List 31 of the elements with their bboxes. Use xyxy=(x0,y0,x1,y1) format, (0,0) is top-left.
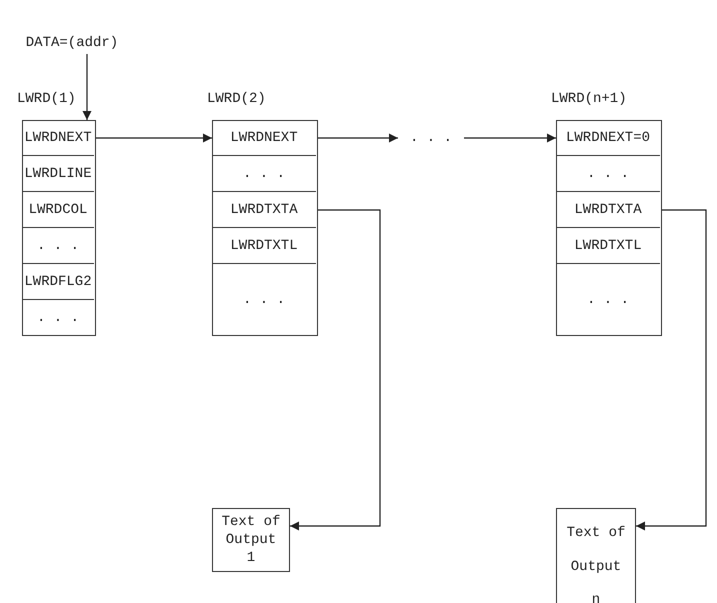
output-text-box xyxy=(556,508,636,603)
arrow xyxy=(464,134,556,142)
record-label: LWRD(1) xyxy=(17,91,76,107)
node-text: LWRDTXTA xyxy=(574,202,642,218)
node-text: LWRDLINE xyxy=(24,166,92,182)
node-text: . . . xyxy=(586,166,629,182)
output-text-box xyxy=(212,508,290,572)
arrow xyxy=(96,134,212,142)
arrow xyxy=(82,54,92,120)
arrow xyxy=(318,134,398,142)
node-text: LWRDNEXT xyxy=(24,130,92,146)
node-text: LWRDTXTL xyxy=(230,238,298,254)
node-text: LWRDNEXT xyxy=(230,130,298,146)
node-text: DATA=(addr) xyxy=(26,35,118,51)
node-text: LWRDTXTA xyxy=(230,202,298,218)
arrow xyxy=(290,209,381,530)
node-text: Text of Output n xyxy=(566,524,626,603)
node-text: . . . xyxy=(36,238,79,254)
node-text: . . . xyxy=(242,166,285,182)
node-text: LWRDNEXT=0 xyxy=(566,130,650,146)
node-text: . . . xyxy=(586,292,629,308)
record-label: LWRD(n+1) xyxy=(551,91,627,107)
node-text: LWRDTXTL xyxy=(574,238,642,254)
node-text: . . . xyxy=(410,130,452,146)
node-text: . . . xyxy=(242,292,285,308)
node-text: Text of Output 1 xyxy=(220,512,282,568)
record-label: LWRD(2) xyxy=(207,91,266,107)
arrow xyxy=(636,209,707,530)
node-text: LWRDFLG2 xyxy=(24,274,92,290)
node-text: . . . xyxy=(36,310,79,326)
node-text: LWRDCOL xyxy=(28,202,88,218)
